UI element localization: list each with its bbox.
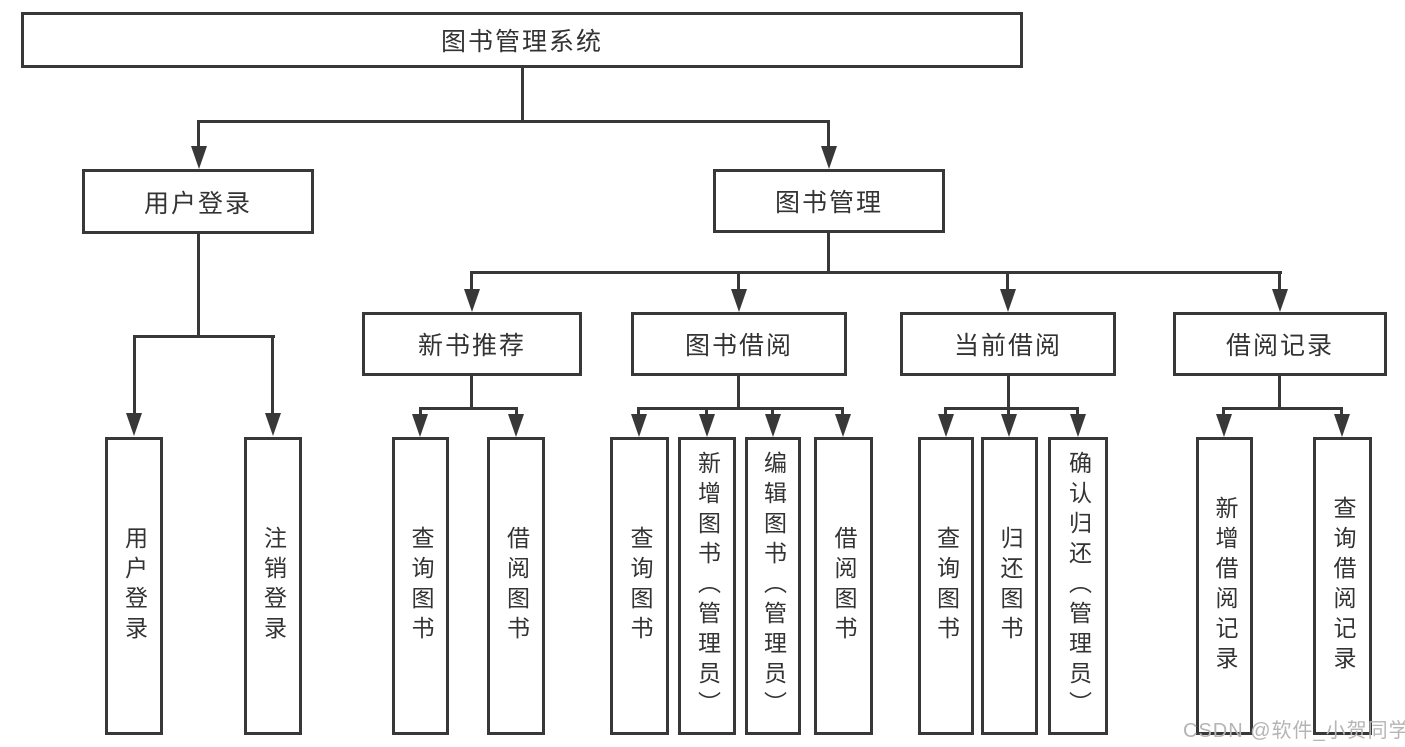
edge-drop-book-borrow bbox=[737, 271, 740, 290]
node-user-login-label: 用户登录 bbox=[143, 189, 252, 218]
edge-bb-trunk bbox=[737, 376, 740, 408]
arrowhead-user-login bbox=[191, 146, 207, 169]
arrowhead-borrow-records bbox=[1272, 289, 1288, 312]
edge-cb-rail bbox=[944, 407, 1079, 410]
arrowhead-new-book-rec bbox=[464, 289, 480, 312]
leaf-rec-borrow-books: 借阅图书 bbox=[487, 437, 545, 735]
edge-level3-rail bbox=[470, 271, 1282, 274]
edge-br-rail bbox=[1222, 407, 1343, 410]
node-book-borrow-label: 图书借阅 bbox=[684, 332, 793, 360]
arrowhead-rec-query bbox=[412, 414, 428, 437]
edge-drop-bb-borrow bbox=[841, 407, 844, 415]
leaf-cb-confirm-return-admin: 确认归还（管理员） bbox=[1048, 437, 1108, 735]
node-new-book-rec: 新书推荐 bbox=[362, 312, 582, 376]
edge-level2-rail bbox=[198, 120, 830, 123]
leaf-br-add-record: 新增借阅记录 bbox=[1196, 437, 1253, 735]
leaf-br-add-record-label: 新增借阅记录 bbox=[1212, 496, 1238, 676]
arrowhead-bb-add bbox=[699, 414, 715, 437]
node-new-book-rec-label: 新书推荐 bbox=[417, 332, 526, 360]
arrowhead-br-add bbox=[1216, 414, 1232, 437]
leaf-br-query-record-label: 查询借阅记录 bbox=[1330, 496, 1356, 676]
edge-drop-bb-edit bbox=[771, 407, 774, 415]
leaf-bb-add-books-admin: 新增图书（管理员） bbox=[678, 437, 736, 735]
edge-drop-leaf-user-login bbox=[133, 335, 136, 414]
edge-drop-br-query bbox=[1340, 407, 1343, 415]
node-book-mgmt-label: 图书管理 bbox=[774, 189, 883, 217]
arrowhead-leaf-logout bbox=[265, 413, 281, 436]
leaf-user-login-label: 用户登录 bbox=[121, 526, 148, 646]
leaf-logout-label: 注销登录 bbox=[260, 526, 287, 646]
leaf-bb-edit-books-admin-label: 编辑图书（管理员） bbox=[760, 451, 787, 721]
edge-drop-bb-add bbox=[705, 407, 708, 415]
edge-drop-cb-return bbox=[1007, 407, 1010, 415]
node-root-label: 图书管理系统 bbox=[440, 28, 603, 56]
edge-root-trunk bbox=[521, 68, 524, 121]
leaf-cb-return-books-label: 归还图书 bbox=[997, 526, 1023, 646]
leaf-br-query-record: 查询借阅记录 bbox=[1313, 437, 1372, 735]
edge-drop-current-borrow bbox=[1006, 271, 1009, 290]
leaf-rec-query-books: 查询图书 bbox=[392, 437, 449, 735]
leaf-bb-query-books-label: 查询图书 bbox=[627, 526, 653, 646]
leaf-cb-query-books-label: 查询图书 bbox=[933, 526, 960, 646]
leaf-bb-query-books: 查询图书 bbox=[610, 437, 669, 735]
edge-drop-bb-query bbox=[637, 407, 640, 415]
arrowhead-br-query bbox=[1334, 414, 1350, 437]
edge-book-mgmt-trunk bbox=[827, 233, 830, 273]
edge-user-login-rail bbox=[133, 335, 275, 338]
node-book-borrow: 图书借阅 bbox=[631, 312, 847, 376]
arrowhead-book-borrow bbox=[731, 289, 747, 312]
arrowhead-bb-borrow bbox=[835, 414, 851, 437]
node-borrow-records: 借阅记录 bbox=[1173, 312, 1387, 376]
node-borrow-records-label: 借阅记录 bbox=[1225, 332, 1334, 360]
node-current-borrow-label: 当前借阅 bbox=[953, 332, 1062, 360]
leaf-bb-edit-books-admin: 编辑图书（管理员） bbox=[745, 437, 801, 735]
arrowhead-cb-return bbox=[1001, 414, 1017, 437]
edge-drop-br-add bbox=[1222, 407, 1225, 415]
arrowhead-bb-edit bbox=[765, 414, 781, 437]
edge-cb-trunk bbox=[1007, 376, 1010, 408]
arrowhead-book-mgmt bbox=[821, 146, 837, 169]
leaf-cb-return-books: 归还图书 bbox=[981, 437, 1038, 735]
node-book-mgmt: 图书管理 bbox=[713, 169, 945, 233]
leaf-cb-confirm-return-admin-label: 确认归还（管理员） bbox=[1065, 451, 1092, 721]
node-current-borrow: 当前借阅 bbox=[900, 312, 1116, 376]
csdn-watermark: CSDN @软件_小贺同学 bbox=[1183, 720, 1405, 742]
leaf-cb-query-books: 查询图书 bbox=[918, 437, 974, 735]
edge-drop-borrow-records bbox=[1278, 271, 1281, 290]
leaf-rec-borrow-books-label: 借阅图书 bbox=[503, 526, 530, 646]
edge-drop-user-login bbox=[197, 120, 200, 146]
edge-rec-trunk bbox=[470, 376, 473, 408]
leaf-rec-query-books-label: 查询图书 bbox=[408, 526, 434, 646]
edge-drop-rec-borrow bbox=[515, 407, 518, 415]
arrowhead-cb-query bbox=[938, 414, 954, 437]
edge-drop-book-mgmt bbox=[827, 120, 830, 146]
edge-bb-rail bbox=[637, 407, 844, 410]
edge-drop-cb-query bbox=[944, 407, 947, 415]
leaf-bb-borrow-books: 借阅图书 bbox=[814, 437, 873, 735]
arrowhead-cb-confirm bbox=[1070, 414, 1086, 437]
arrowhead-leaf-user-login bbox=[126, 413, 142, 436]
node-user-login: 用户登录 bbox=[82, 169, 314, 234]
leaf-bb-borrow-books-label: 借阅图书 bbox=[831, 526, 857, 646]
edge-drop-leaf-logout bbox=[271, 335, 274, 414]
leaf-bb-add-books-admin-label: 新增图书（管理员） bbox=[694, 451, 721, 721]
leaf-logout: 注销登录 bbox=[244, 437, 302, 735]
edge-user-login-trunk bbox=[197, 234, 200, 336]
edge-drop-cb-confirm bbox=[1076, 407, 1079, 415]
edge-rec-rail bbox=[419, 407, 518, 410]
arrowhead-rec-borrow bbox=[508, 414, 524, 437]
arrowhead-bb-query bbox=[631, 414, 647, 437]
edge-drop-new-book-rec bbox=[470, 271, 473, 290]
node-root: 图书管理系统 bbox=[21, 12, 1023, 68]
edge-br-trunk bbox=[1278, 376, 1281, 408]
leaf-user-login: 用户登录 bbox=[105, 437, 163, 735]
arrowhead-current-borrow bbox=[1000, 289, 1016, 312]
edge-drop-rec-query bbox=[419, 407, 422, 415]
